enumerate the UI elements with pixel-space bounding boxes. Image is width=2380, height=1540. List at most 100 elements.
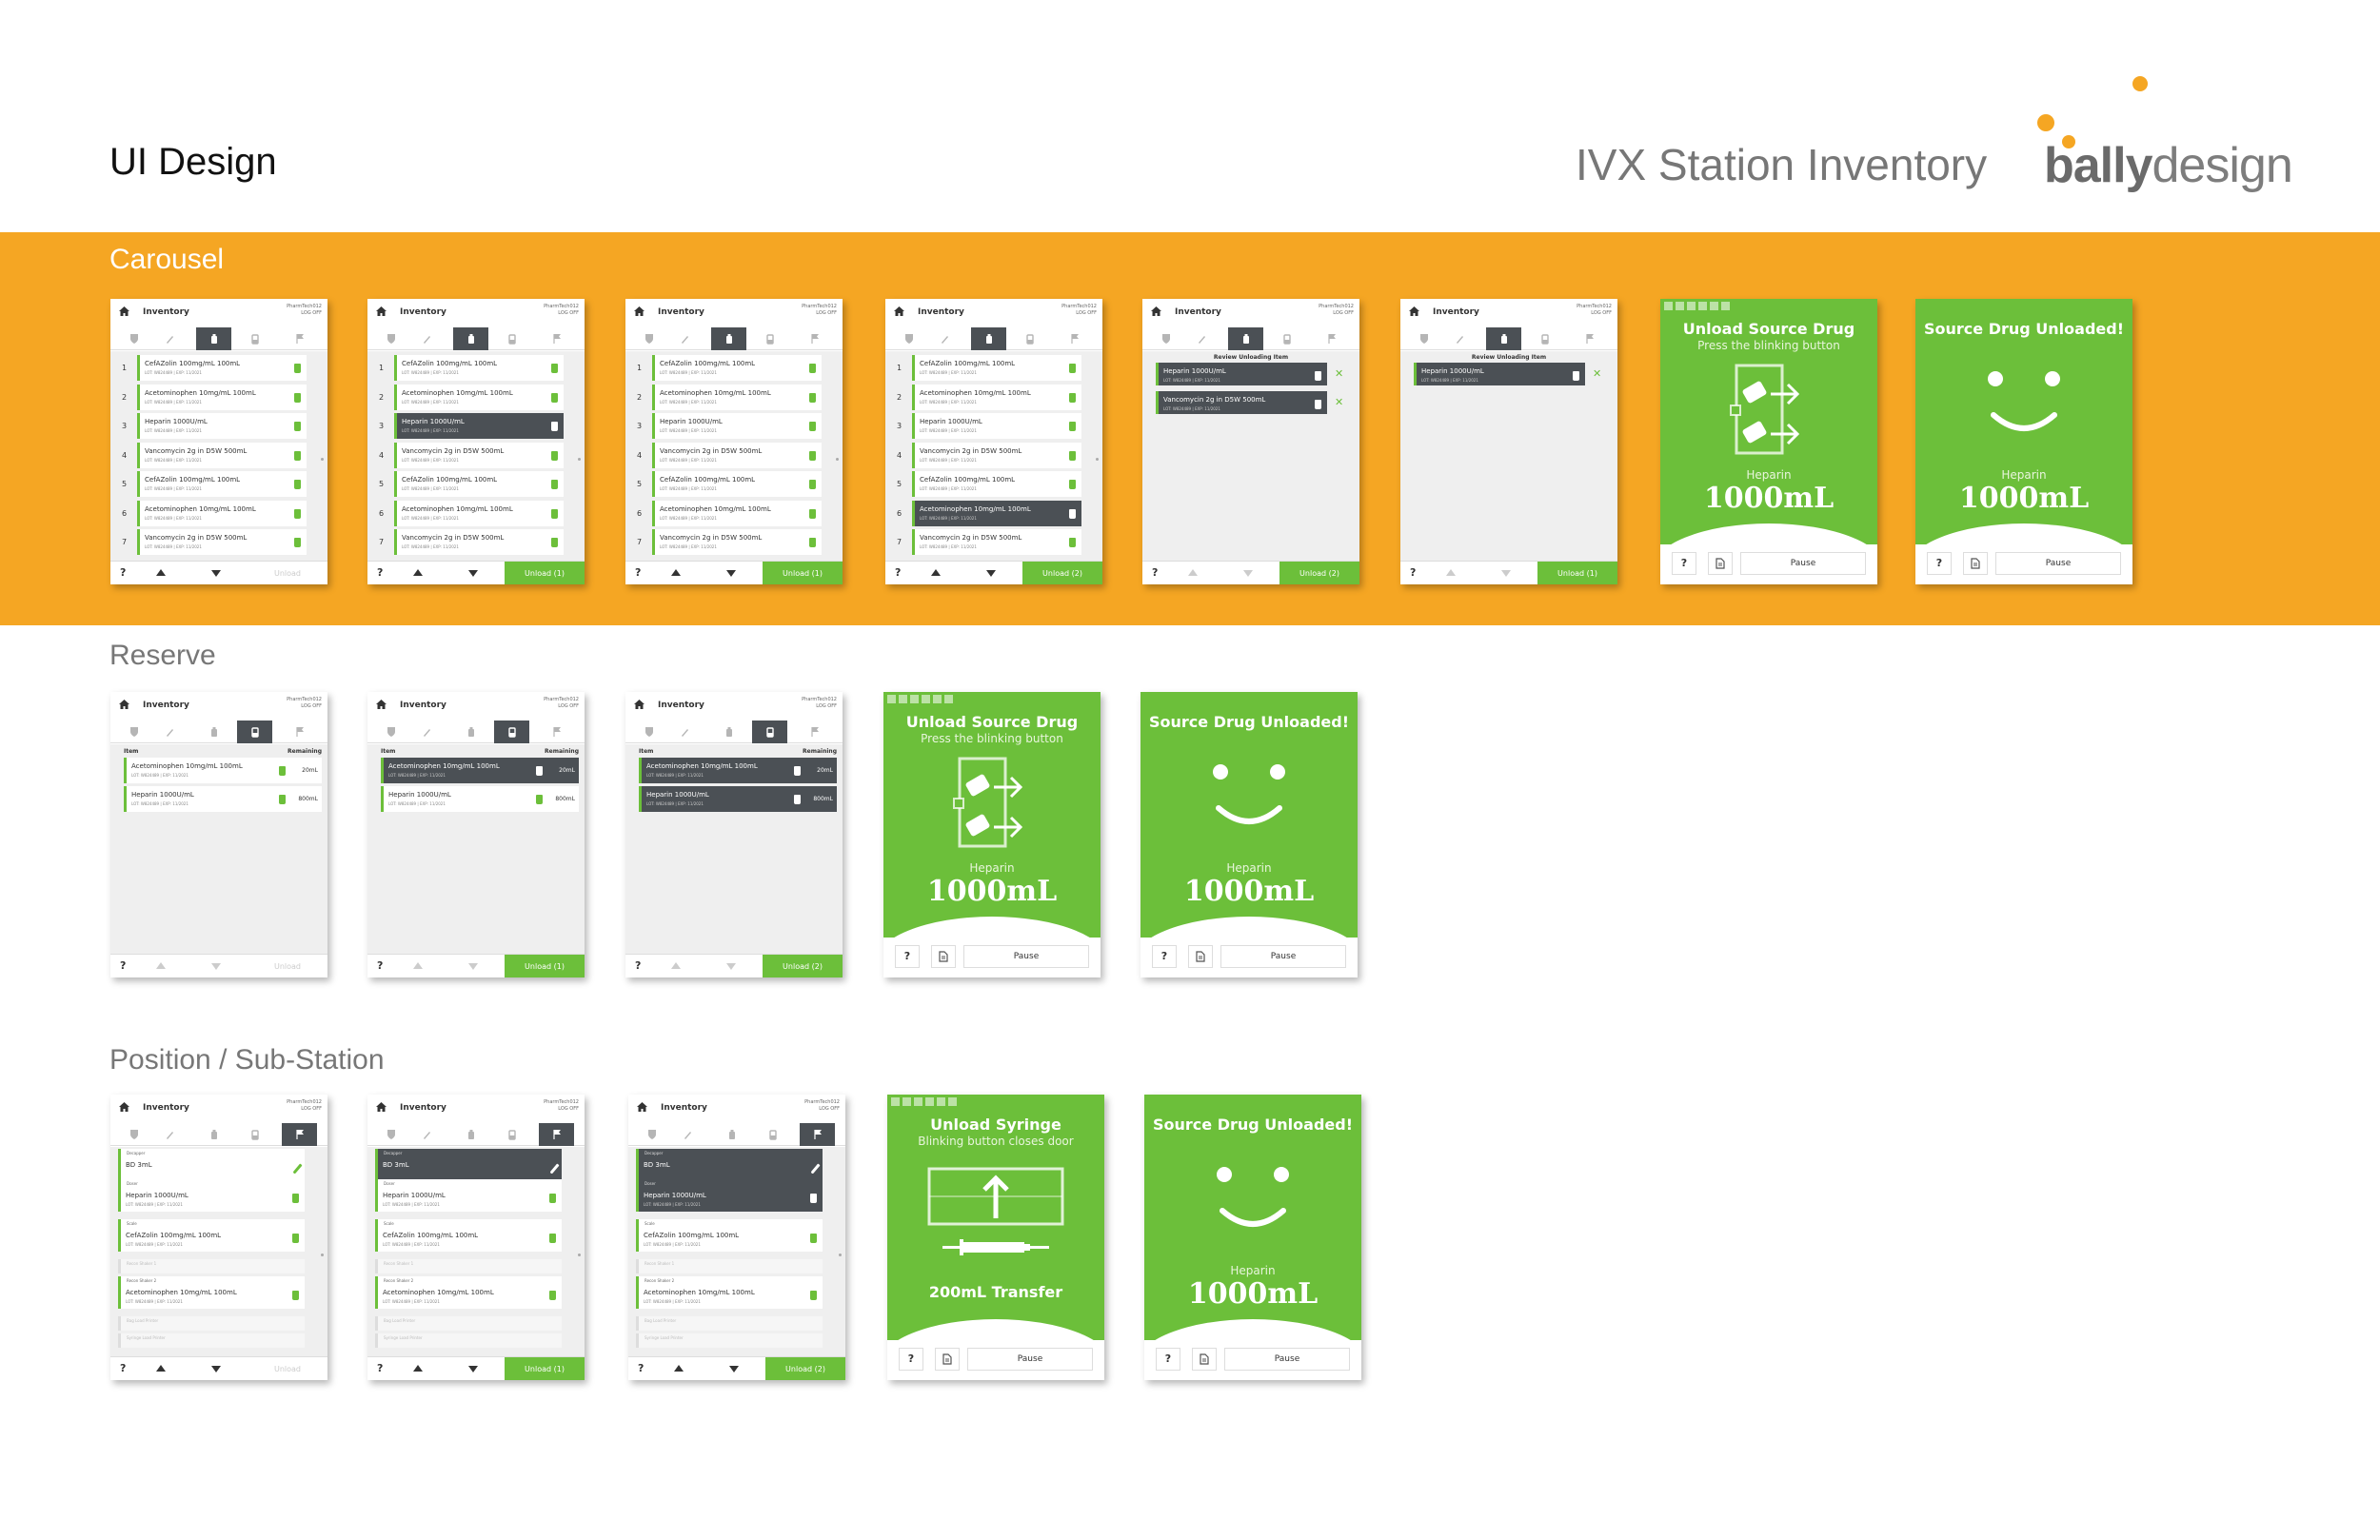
document-button[interactable]	[1192, 1348, 1217, 1371]
tab-bag[interactable]	[752, 721, 787, 743]
home-icon[interactable]	[1409, 306, 1419, 316]
scroll-down-icon[interactable]	[211, 963, 221, 970]
tab-syringe[interactable]	[1441, 327, 1477, 350]
tab-bag[interactable]	[1012, 327, 1047, 350]
tab-bottle[interactable]	[196, 327, 231, 350]
help-button[interactable]: ?	[377, 1362, 384, 1374]
help-button[interactable]: ?	[1156, 1348, 1180, 1371]
scroll-up-icon[interactable]	[413, 962, 423, 969]
unload-button[interactable]: Unload (2)	[1279, 562, 1359, 584]
help-button[interactable]: ?	[1152, 566, 1159, 579]
document-button[interactable]	[935, 1348, 960, 1371]
document-button[interactable]	[1188, 945, 1213, 968]
tab-syringe[interactable]	[926, 327, 962, 350]
tab-shield[interactable]	[116, 721, 151, 743]
unload-button[interactable]: Unload	[273, 1365, 302, 1373]
scroll-up-icon[interactable]	[1446, 569, 1456, 576]
tab-flag[interactable]	[1572, 327, 1607, 350]
unload-button[interactable]: Unload	[273, 569, 302, 578]
help-button[interactable]: ?	[899, 1348, 923, 1371]
scroll-down-icon[interactable]	[726, 963, 736, 970]
remove-icon[interactable]: ✕	[1335, 396, 1344, 408]
home-icon[interactable]	[894, 306, 904, 316]
scroll-up-icon[interactable]	[671, 569, 681, 576]
tab-flag[interactable]	[797, 721, 832, 743]
tab-syringe[interactable]	[1183, 327, 1219, 350]
home-icon[interactable]	[376, 306, 387, 316]
tab-bag[interactable]	[494, 327, 529, 350]
home-icon[interactable]	[376, 1102, 387, 1112]
pause-button[interactable]: Pause	[967, 1348, 1093, 1371]
scroll-down-icon[interactable]	[986, 570, 996, 577]
scroll-up-icon[interactable]	[413, 569, 423, 576]
tab-flag[interactable]	[282, 1123, 317, 1146]
scroll-down-icon[interactable]	[468, 570, 478, 577]
tab-flag[interactable]	[800, 1123, 835, 1146]
tab-bag[interactable]	[1527, 327, 1562, 350]
tab-flag[interactable]	[539, 1123, 574, 1146]
home-icon[interactable]	[634, 306, 645, 316]
scroll-down-icon[interactable]	[211, 1366, 221, 1372]
position-slot[interactable]: Bag Load Printer	[375, 1316, 562, 1331]
unload-button[interactable]: Unload (1)	[1537, 562, 1617, 584]
scroll-indicator[interactable]	[1096, 458, 1099, 461]
home-icon[interactable]	[376, 700, 387, 709]
tab-bag[interactable]	[755, 1123, 790, 1146]
scroll-indicator[interactable]	[836, 458, 839, 461]
tab-bottle[interactable]	[453, 1123, 488, 1146]
help-button[interactable]: ?	[1927, 552, 1952, 575]
tab-shield[interactable]	[373, 1123, 408, 1146]
help-button[interactable]: ?	[635, 959, 642, 972]
tab-flag[interactable]	[1314, 327, 1349, 350]
tab-syringe[interactable]	[408, 721, 444, 743]
tab-shield[interactable]	[891, 327, 926, 350]
pause-button[interactable]: Pause	[963, 945, 1089, 968]
scroll-up-icon[interactable]	[674, 1365, 684, 1372]
remove-icon[interactable]: ✕	[1335, 367, 1344, 380]
tab-bag[interactable]	[494, 1123, 529, 1146]
help-button[interactable]: ?	[895, 566, 902, 579]
scroll-indicator[interactable]	[578, 1254, 581, 1256]
unload-button[interactable]: Unload (1)	[763, 562, 843, 584]
scroll-indicator[interactable]	[321, 1254, 324, 1256]
tab-shield[interactable]	[373, 721, 408, 743]
position-slot[interactable]: Syringe Load Printer	[118, 1333, 305, 1348]
tab-shield[interactable]	[1148, 327, 1183, 350]
tab-syringe[interactable]	[151, 1123, 187, 1146]
position-slot[interactable]: Bag Load Printer	[636, 1316, 823, 1331]
tab-shield[interactable]	[631, 327, 666, 350]
document-button[interactable]	[1708, 552, 1733, 575]
scroll-up-icon[interactable]	[931, 569, 941, 576]
tab-shield[interactable]	[1406, 327, 1441, 350]
position-slot[interactable]: Bag Load Printer	[118, 1316, 305, 1331]
